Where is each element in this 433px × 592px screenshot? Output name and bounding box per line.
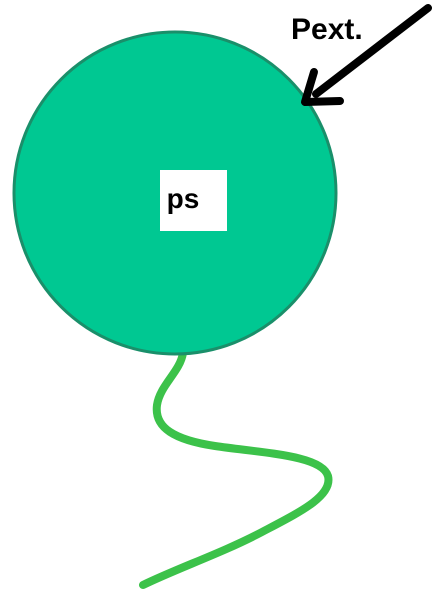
balloon-string <box>143 353 329 585</box>
internal-pressure-label: ps <box>167 183 200 214</box>
external-pressure-label: Pext. <box>291 13 363 46</box>
